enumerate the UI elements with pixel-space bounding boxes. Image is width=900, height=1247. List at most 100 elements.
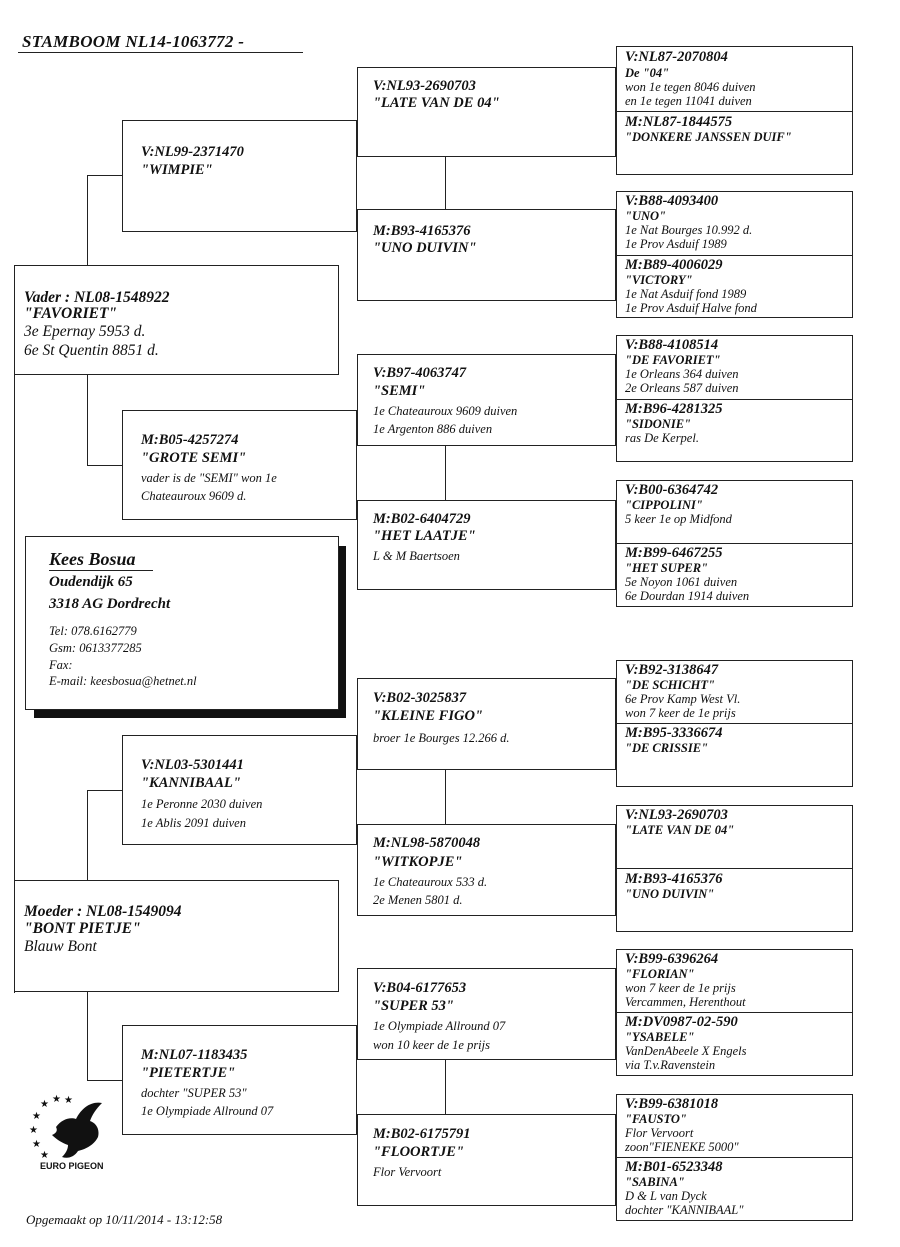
pair-divider (616, 868, 853, 869)
mother-note-1: Blauw Bont (24, 938, 97, 955)
gggp-card[interactable]: M:B99-6467255 "HET SUPER" 5e Noyon 1061 … (616, 543, 853, 607)
great-grandparent-id: V:B97-4063747 (373, 365, 467, 381)
gggp-card[interactable]: V:NL87-2070804 De "04" won 1e tegen 8046… (616, 46, 853, 111)
gggp-id: M:B99-6467255 (625, 545, 723, 561)
gggp-card[interactable]: M:NL87-1844575 "DONKERE JANSSEN DUIF" (616, 111, 853, 175)
gggp-note: zoon"FIENEKE 5000" (625, 1140, 739, 1154)
connector-line (445, 446, 446, 500)
mother-id: Moeder : NL08-1549094 (24, 903, 182, 920)
great-grandparent-card[interactable]: V:NL93-2690703 "LATE VAN DE 04" (357, 67, 616, 157)
gggp-card[interactable]: V:B88-4108514 "DE FAVORIET" 1e Orleans 3… (616, 335, 853, 399)
grandparent-note: Chateauroux 9609 d. (141, 489, 247, 503)
great-grandparent-id: M:B02-6404729 (373, 511, 471, 527)
great-grandparent-id: V:B04-6177653 (373, 980, 467, 996)
gggp-card[interactable]: V:NL93-2690703 "LATE VAN DE 04" (616, 805, 853, 868)
gggp-pair-box (616, 335, 853, 462)
gggp-name: "DE CRISSIE" (625, 741, 709, 755)
gggp-card[interactable]: V:B99-6396264 "FLORIAN" won 7 keer de 1e… (616, 949, 853, 1012)
gggp-card[interactable]: M:B95-3336674 "DE CRISSIE" (616, 723, 853, 787)
svg-text:★: ★ (29, 1125, 38, 1136)
father-name: "FAVORIET" (24, 305, 118, 322)
gggp-id: V:B92-3138647 (625, 662, 719, 678)
grandparent-name: "WIMPIE" (141, 162, 213, 178)
great-grandparent-name: "KLEINE FIGO" (373, 708, 483, 724)
connector-line (445, 157, 446, 209)
gggp-note: dochter "KANNIBAAL" (625, 1203, 744, 1217)
owner-name-underline (49, 570, 153, 571)
svg-text:★: ★ (32, 1111, 41, 1122)
grandparent-card[interactable]: M:NL07-1183435 "PIETERTJE" dochter "SUPE… (122, 1025, 357, 1135)
logo-text: EURO PIGEON (40, 1161, 104, 1171)
great-grandparent-note: 1e Chateauroux 9609 duiven (373, 404, 518, 418)
svg-text:★: ★ (32, 1139, 41, 1150)
euro-pigeon-logo: ★ ★ ★ ★ ★ ★ ★ EURO PIGEON (26, 1093, 116, 1175)
grandparent-name: "KANNIBAAL" (141, 775, 241, 791)
gggp-card[interactable]: M:B93-4165376 "UNO DUIVIN" (616, 868, 853, 932)
gggp-note: ras De Kerpel. (625, 431, 699, 445)
father-card[interactable]: Vader : NL08-1548922 "FAVORIET" 3e Epern… (14, 265, 339, 375)
mother-card[interactable]: Moeder : NL08-1549094 "BONT PIETJE" Blau… (14, 880, 339, 992)
gggp-note: VanDenAbeele X Engels (625, 1044, 747, 1058)
father-note-2: 6e St Quentin 8851 d. (24, 342, 159, 359)
great-grandparent-name: "FLOORTJE" (373, 1144, 465, 1160)
gggp-card[interactable]: M:B89-4006029 "VICTORY" 1e Nat Asduif fo… (616, 255, 853, 318)
gggp-card[interactable]: M:B01-6523348 "SABINA" D & L van Dyck do… (616, 1157, 853, 1221)
grandparent-card[interactable]: M:B05-4257274 "GROTE SEMI" vader is de "… (122, 410, 357, 520)
gggp-card[interactable]: M:DV0987-02-590 "YSABELE" VanDenAbeele X… (616, 1012, 853, 1076)
gggp-note: 1e Nat Asduif fond 1989 (625, 287, 747, 301)
connector-line (87, 1080, 122, 1081)
gggp-name: "DONKERE JANSSEN DUIF" (625, 130, 792, 144)
great-grandparent-card[interactable]: M:B02-6175791 "FLOORTJE" Flor Vervoort (357, 1114, 616, 1206)
great-grandparent-name: "SUPER 53" (373, 998, 454, 1014)
gggp-card[interactable]: M:B96-4281325 "SIDONIE" ras De Kerpel. (616, 399, 853, 462)
gggp-note: won 1e tegen 8046 duiven (625, 80, 756, 94)
gggp-id: V:NL87-2070804 (625, 49, 728, 65)
gggp-note: 5 keer 1e op Midfond (625, 512, 732, 526)
gggp-id: V:NL93-2690703 (625, 807, 728, 823)
gggp-card[interactable]: V:B88-4093400 "UNO" 1e Nat Bourges 10.99… (616, 191, 853, 255)
grandparent-name: "GROTE SEMI" (141, 450, 247, 466)
owner-email[interactable]: E-mail: keesbosua@hetnet.nl (49, 674, 197, 688)
grandparent-note: vader is de "SEMI" won 1e (141, 471, 277, 485)
gggp-id: M:NL87-1844575 (625, 114, 733, 130)
gggp-name: "FAUSTO" (625, 1112, 687, 1126)
gggp-name: "DE FAVORIET" (625, 353, 721, 367)
svg-text:★: ★ (64, 1095, 73, 1106)
father-id: Vader : NL08-1548922 (24, 289, 170, 306)
gggp-name: "UNO DUIVIN" (625, 887, 715, 901)
gggp-name: "CIPPOLINI" (625, 498, 703, 512)
connector-line (445, 770, 446, 824)
gggp-pair-box (616, 191, 853, 318)
great-grandparent-card[interactable]: V:B97-4063747 "SEMI" 1e Chateauroux 9609… (357, 354, 616, 446)
grandparent-card[interactable]: V:NL03-5301441 "KANNIBAAL" 1e Peronne 20… (122, 735, 357, 845)
gggp-note: Vercammen, Herenthout (625, 995, 746, 1009)
svg-text:★: ★ (52, 1094, 61, 1105)
grandparent-card[interactable]: V:NL99-2371470 "WIMPIE" (122, 120, 357, 232)
gggp-name: De "04" (625, 66, 670, 80)
great-grandparent-card[interactable]: M:B93-4165376 "UNO DUIVIN" (357, 209, 616, 301)
pedigree-title: STAMBOOM NL14-1063772 - (22, 32, 245, 51)
pair-divider (616, 255, 853, 256)
gggp-name: "UNO" (625, 209, 666, 223)
gggp-name: "YSABELE" (625, 1030, 695, 1044)
great-grandparent-note: L & M Baertsoen (373, 549, 460, 563)
gggp-note: 1e Prov Asduif Halve fond (625, 301, 757, 315)
connector-line (87, 175, 122, 176)
gggp-card[interactable]: V:B99-6381018 "FAUSTO" Flor Vervoort zoo… (616, 1094, 853, 1157)
gggp-card[interactable]: V:B00-6364742 "CIPPOLINI" 5 keer 1e op M… (616, 480, 853, 543)
owner-address-1: Oudendijk 65 (49, 574, 133, 590)
great-grandparent-card[interactable]: V:B04-6177653 "SUPER 53" 1e Olympiade Al… (357, 968, 616, 1060)
great-grandparent-name: "UNO DUIVIN" (373, 240, 477, 256)
gggp-card[interactable]: V:B92-3138647 "DE SCHICHT" 6e Prov Kamp … (616, 660, 853, 723)
gggp-id: M:B95-3336674 (625, 725, 723, 741)
owner-card: Kees Bosua Oudendijk 65 3318 AG Dordrech… (25, 536, 339, 710)
owner-tel: Tel: 078.6162779 (49, 624, 137, 638)
great-grandparent-card[interactable]: M:NL98-5870048 "WITKOPJE" 1e Chateauroux… (357, 824, 616, 916)
grandparent-note: 1e Ablis 2091 duiven (141, 816, 246, 830)
grandparent-note: dochter "SUPER 53" (141, 1086, 247, 1100)
pair-divider (616, 399, 853, 400)
owner-name: Kees Bosua (49, 549, 136, 569)
great-grandparent-note: 1e Olympiade Allround 07 (373, 1019, 506, 1033)
great-grandparent-card[interactable]: V:B02-3025837 "KLEINE FIGO" broer 1e Bou… (357, 678, 616, 770)
great-grandparent-card[interactable]: M:B02-6404729 "HET LAATJE" L & M Baertso… (357, 500, 616, 590)
